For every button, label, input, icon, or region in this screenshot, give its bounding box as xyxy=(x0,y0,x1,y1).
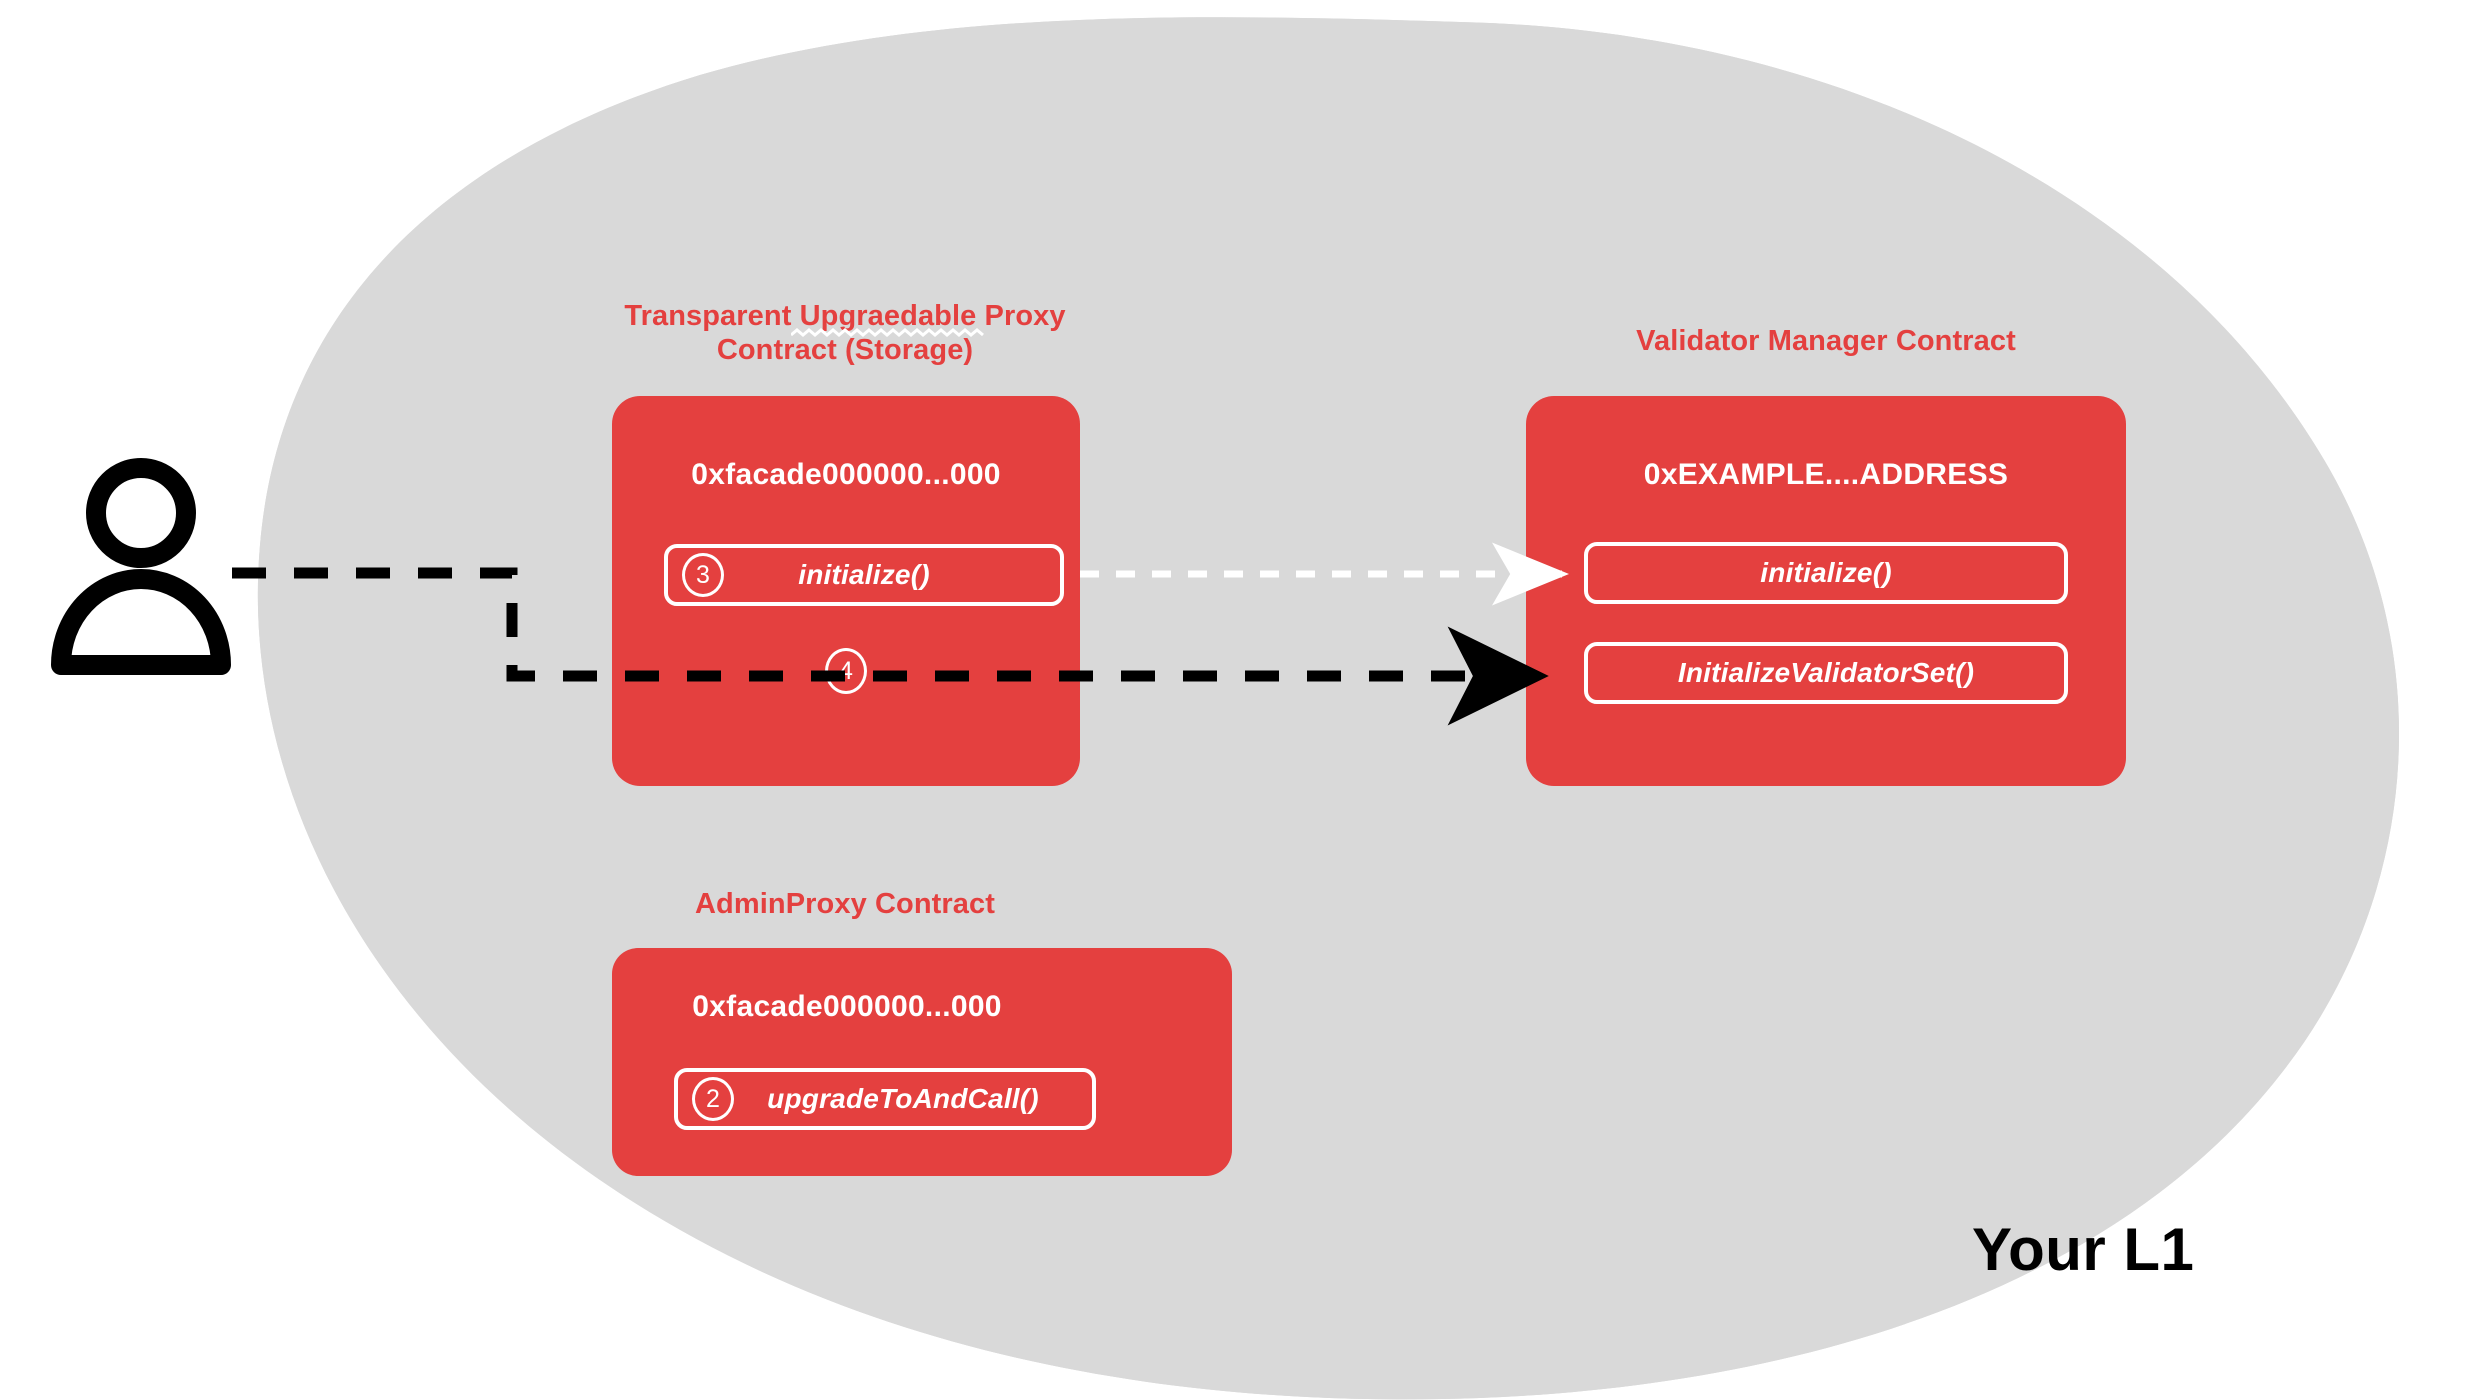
validator-manager-card[interactable]: 0xEXAMPLE....ADDRESS initialize() Initia… xyxy=(1526,396,2126,786)
zone-label: Your L1 xyxy=(1972,1216,2195,1283)
transparent-proxy-card[interactable]: 0xfacade000000...000 3 initialize() 4 xyxy=(612,396,1080,786)
validator-manager-method-initializevalidatorset[interactable]: InitializeValidatorSet() xyxy=(1584,642,2068,704)
transparent-proxy-address: 0xfacade000000...000 xyxy=(691,458,1001,491)
admin-proxy-heading: AdminProxy Contract xyxy=(615,888,1075,922)
validator-manager-heading-line1: Validator Manager Contract xyxy=(1636,325,2016,357)
validator-manager-method-initializevalidatorset-label: InitializeValidatorSet() xyxy=(1677,657,1975,688)
transparent-proxy-heading-line1: Transparent Upgraedable Proxy xyxy=(624,300,1066,332)
admin-proxy-heading-line1: AdminProxy Contract xyxy=(695,888,995,920)
step-badge-4: 4 xyxy=(825,648,867,694)
step-badge-2: 2 xyxy=(692,1077,734,1121)
spellcheck-squiggle-icon xyxy=(791,328,985,337)
person-icon xyxy=(51,458,231,675)
admin-proxy-card[interactable]: 0xfacade000000...000 2 upgradeToAndCall(… xyxy=(612,948,1232,1176)
admin-proxy-address: 0xfacade000000...000 xyxy=(692,990,1002,1023)
transparent-proxy-heading: Transparent Upgraedable Proxy Contract (… xyxy=(615,300,1075,367)
validator-manager-heading: Validator Manager Contract xyxy=(1508,325,2144,359)
admin-proxy-method-upgradetoandcall-label: upgradeToAndCall() xyxy=(767,1083,1039,1114)
admin-proxy-method-upgradetoandcall[interactable]: 2 upgradeToAndCall() xyxy=(674,1068,1096,1130)
validator-manager-method-initialize-label: initialize() xyxy=(1760,557,1892,588)
transparent-proxy-method-initialize-label: initialize() xyxy=(798,559,930,590)
validator-manager-address: 0xEXAMPLE....ADDRESS xyxy=(1643,458,2009,491)
validator-manager-method-initialize[interactable]: initialize() xyxy=(1584,542,2068,604)
transparent-proxy-method-initialize[interactable]: 3 initialize() xyxy=(664,544,1064,606)
transparent-proxy-heading-line2: Contract (Storage) xyxy=(716,333,974,366)
step-badge-3: 3 xyxy=(682,553,724,597)
